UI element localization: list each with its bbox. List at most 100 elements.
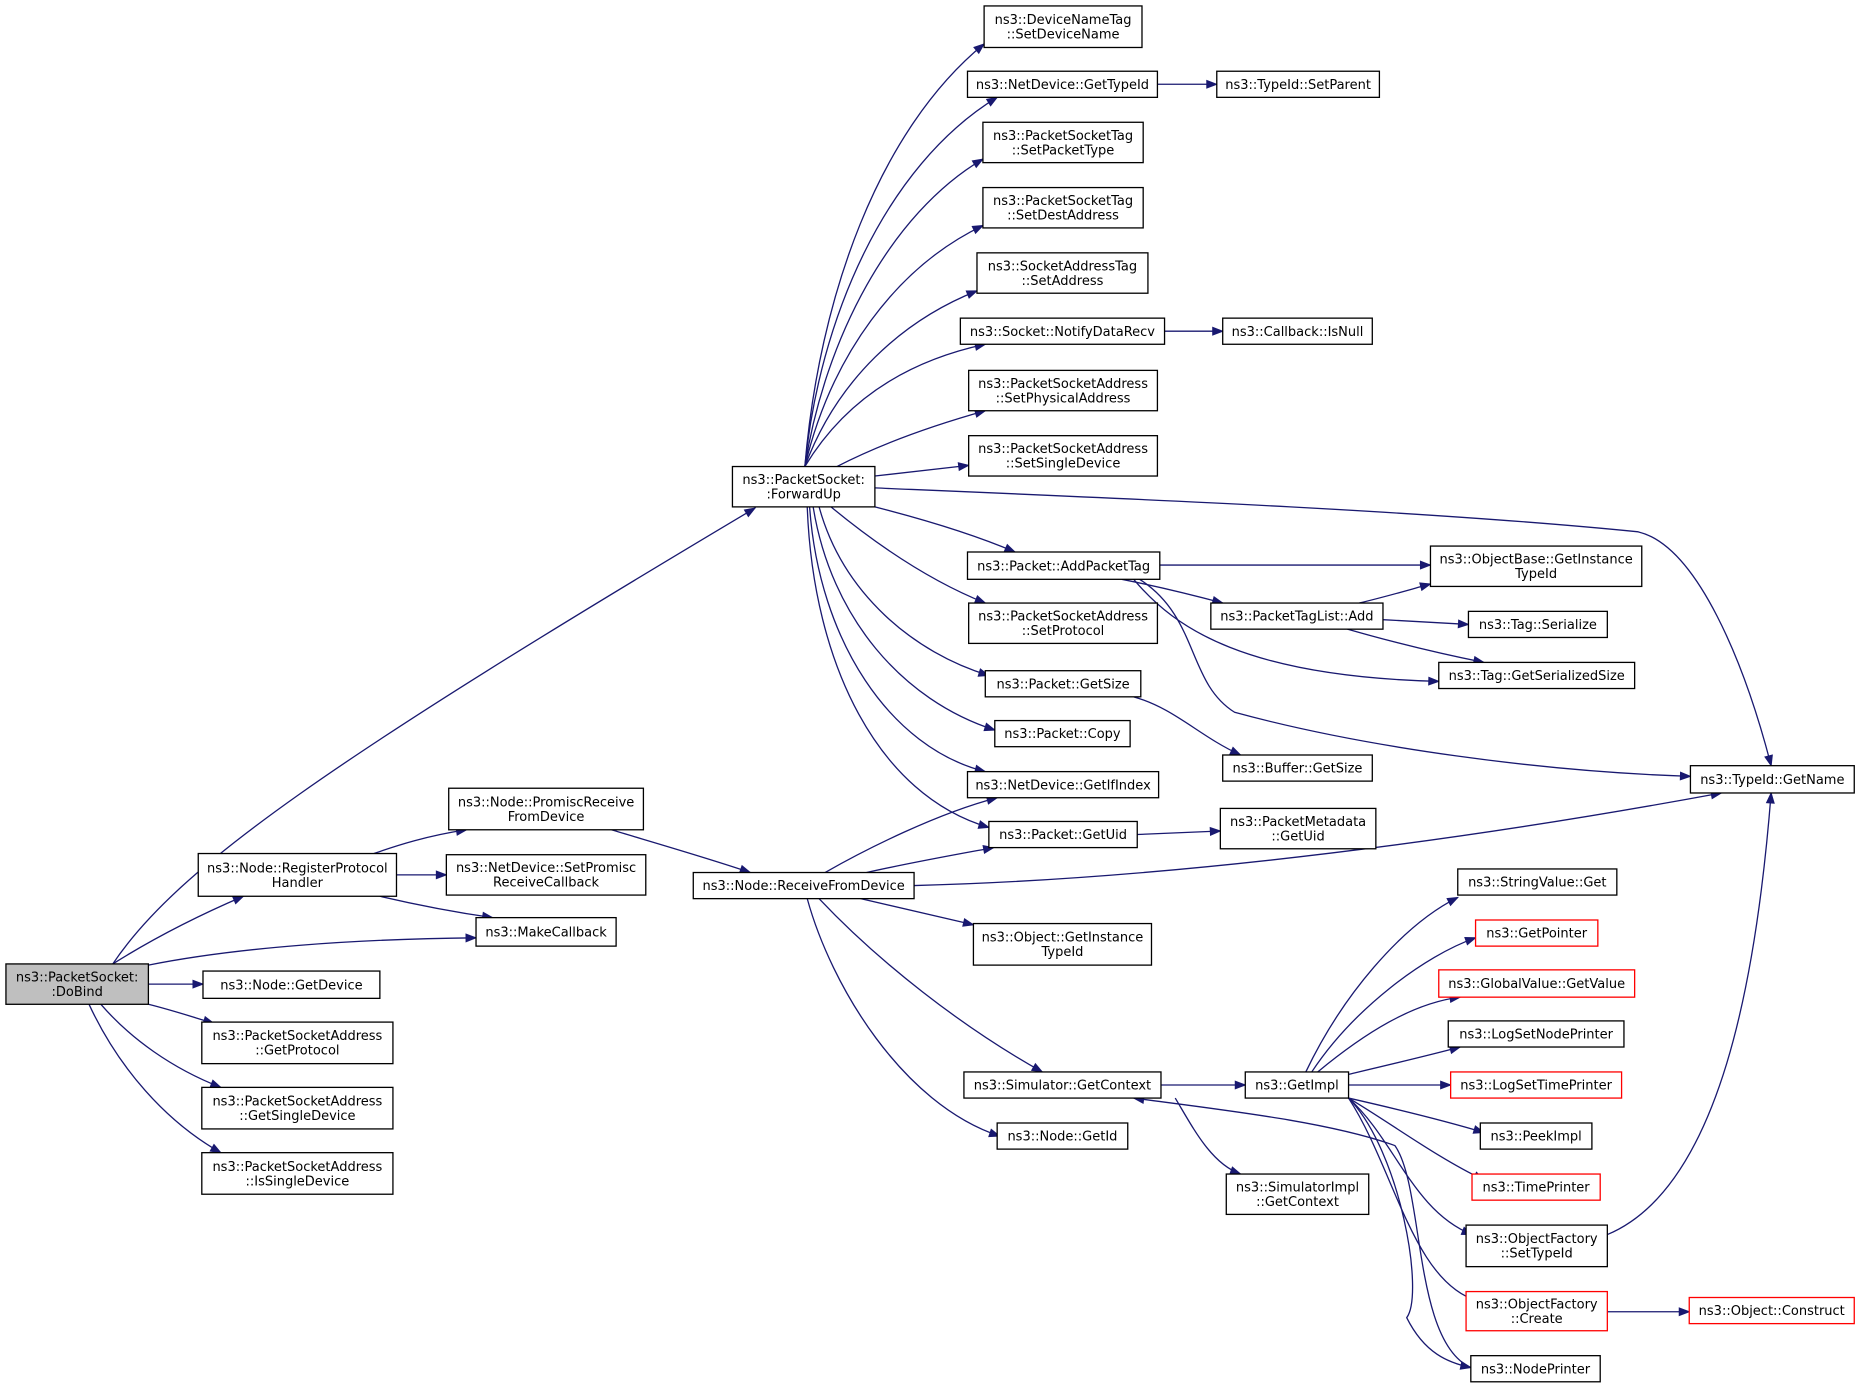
node-getifindex[interactable]: ns3::NetDevice::GetIfIndex [966, 770, 1160, 799]
node-box[interactable] [1688, 1296, 1855, 1325]
node-buffergetsize[interactable]: ns3::Buffer::GetSize [1222, 754, 1373, 782]
node-box[interactable] [1216, 70, 1381, 98]
node-tagserialize[interactable]: ns3::Tag::Serialize [1467, 610, 1608, 639]
node-objfactorycreate[interactable]: ns3::ObjectFactory::Create [1465, 1290, 1608, 1332]
node-getdevice[interactable]: ns3::Node::GetDevice [202, 970, 381, 999]
node-nodeprinter[interactable]: ns3::NodePrinter [1470, 1355, 1601, 1383]
node-packetgetsize[interactable]: ns3::Packet::GetSize [984, 670, 1142, 698]
node-simgetcontext[interactable]: ns3::Simulator::GetContext [963, 1071, 1162, 1099]
node-peekimpl[interactable]: ns3::PeekImpl [1479, 1122, 1593, 1150]
node-box[interactable] [963, 1071, 1162, 1099]
node-setprotocol[interactable]: ns3::PacketSocketAddress::SetProtocol [968, 602, 1159, 645]
node-box[interactable] [1438, 969, 1636, 998]
node-box[interactable] [982, 121, 1144, 164]
node-issingledevice[interactable]: ns3::PacketSocketAddress::IsSingleDevice [201, 1152, 394, 1195]
node-globalvaluegetvalue[interactable]: ns3::GlobalValue::GetValue [1438, 969, 1636, 998]
node-getpointer[interactable]: ns3::GetPointer [1474, 919, 1599, 947]
node-box[interactable] [1210, 602, 1384, 630]
node-box[interactable] [968, 435, 1159, 477]
node-box[interactable] [202, 970, 381, 999]
node-box[interactable] [1222, 754, 1373, 782]
node-box[interactable] [1474, 919, 1599, 947]
node-box[interactable] [201, 1021, 394, 1065]
node-setaddress[interactable]: ns3::SocketAddressTag::SetAddress [976, 252, 1149, 294]
node-box[interactable] [1470, 1355, 1601, 1383]
node-box[interactable] [1438, 661, 1636, 690]
node-box[interactable] [1447, 1020, 1625, 1048]
node-box[interactable] [959, 317, 1166, 345]
node-box[interactable] [966, 551, 1161, 580]
node-box[interactable] [1429, 545, 1643, 588]
node-box[interactable] [984, 670, 1142, 698]
node-box[interactable] [1244, 1071, 1350, 1099]
node-dobind[interactable]: ns3::PacketSocket::DoBind [5, 963, 150, 1005]
node-box[interactable] [448, 787, 645, 831]
node-box[interactable] [1471, 1173, 1601, 1201]
node-box[interactable] [1219, 807, 1377, 850]
node-setpackettype[interactable]: ns3::PacketSocketTag::SetPacketType [982, 121, 1144, 164]
node-timeprinter[interactable]: ns3::TimePrinter [1471, 1173, 1601, 1201]
node-box[interactable] [968, 602, 1159, 645]
node-notifydatarecv[interactable]: ns3::Socket::NotifyDataRecv [959, 317, 1166, 345]
node-box[interactable] [1465, 1224, 1608, 1268]
node-box[interactable] [201, 1152, 394, 1195]
node-box[interactable] [475, 916, 617, 947]
node-box[interactable] [968, 369, 1159, 412]
node-box[interactable] [976, 252, 1149, 294]
node-box[interactable] [197, 852, 398, 897]
node-setparent[interactable]: ns3::TypeId::SetParent [1216, 70, 1381, 98]
node-receivefromdevice[interactable]: ns3::Node::ReceiveFromDevice [692, 871, 915, 900]
node-packetcopy[interactable]: ns3::Packet::Copy [994, 719, 1131, 748]
node-setsingledevice[interactable]: ns3::PacketSocketAddress::SetSingleDevic… [968, 435, 1159, 477]
node-box[interactable] [966, 70, 1159, 98]
node-box[interactable] [1689, 765, 1855, 794]
node-box[interactable] [1457, 868, 1618, 896]
node-getimpl[interactable]: ns3::GetImpl [1244, 1071, 1350, 1099]
node-box[interactable] [983, 5, 1143, 49]
node-box[interactable] [445, 854, 647, 896]
node-packettaglistadd[interactable]: ns3::PacketTagList::Add [1210, 602, 1384, 630]
node-setdestaddress[interactable]: ns3::PacketSocketTag::SetDestAddress [982, 186, 1144, 229]
node-nodegetid[interactable]: ns3::Node::GetId [996, 1122, 1129, 1150]
node-setpromisc[interactable]: ns3::NetDevice::SetPromiscReceiveCallbac… [445, 854, 647, 896]
node-box[interactable] [692, 871, 915, 900]
node-simimplgetcontext[interactable]: ns3::SimulatorImpl::GetContext [1225, 1173, 1370, 1216]
node-box[interactable] [1465, 1290, 1608, 1332]
node-makecallback[interactable]: ns3::MakeCallback [475, 916, 617, 947]
node-logsetnodeprinter[interactable]: ns3::LogSetNodePrinter [1447, 1020, 1625, 1048]
node-box[interactable] [982, 186, 1144, 229]
node-setphysicaladdress[interactable]: ns3::PacketSocketAddress::SetPhysicalAdd… [968, 369, 1159, 412]
node-setdevicename[interactable]: ns3::DeviceNameTag::SetDeviceName [983, 5, 1143, 49]
node-addpackettag[interactable]: ns3::Packet::AddPacketTag [966, 551, 1161, 580]
node-box[interactable] [994, 719, 1131, 748]
node-typeidgetname[interactable]: ns3::TypeId::GetName [1689, 765, 1855, 794]
node-netdevgettypeid[interactable]: ns3::NetDevice::GetTypeId [966, 70, 1159, 98]
node-box[interactable] [201, 1086, 394, 1130]
node-packetgetuid[interactable]: ns3::Packet::GetUid [988, 820, 1138, 849]
node-getsingledevice[interactable]: ns3::PacketSocketAddress::GetSingleDevic… [201, 1086, 394, 1130]
node-stringvalueget[interactable]: ns3::StringValue::Get [1457, 868, 1618, 896]
node-box[interactable] [988, 820, 1138, 849]
node-getprotocol[interactable]: ns3::PacketSocketAddress::GetProtocol [201, 1021, 394, 1065]
node-box[interactable] [966, 770, 1160, 799]
node-box[interactable] [731, 465, 876, 508]
node-box[interactable] [1222, 317, 1373, 345]
node-forwardup[interactable]: ns3::PacketSocket::ForwardUp [731, 465, 876, 508]
node-box[interactable] [1479, 1122, 1593, 1150]
node-box[interactable] [1449, 1071, 1623, 1099]
node-objectconstruct[interactable]: ns3::Object::Construct [1688, 1296, 1855, 1325]
node-taggetserializedsize[interactable]: ns3::Tag::GetSerializedSize [1438, 661, 1636, 690]
node-objfactorysettypeid[interactable]: ns3::ObjectFactory::SetTypeId [1465, 1224, 1608, 1268]
node-box[interactable] [1467, 610, 1608, 639]
node-box[interactable] [972, 922, 1153, 966]
node-logsettimeprinter[interactable]: ns3::LogSetTimePrinter [1449, 1071, 1623, 1099]
node-isnull[interactable]: ns3::Callback::IsNull [1222, 317, 1373, 345]
node-box[interactable] [996, 1122, 1129, 1150]
node-box[interactable] [5, 963, 150, 1005]
node-metadatagetuid[interactable]: ns3::PacketMetadata::GetUid [1219, 807, 1377, 850]
node-box[interactable] [1225, 1173, 1370, 1216]
